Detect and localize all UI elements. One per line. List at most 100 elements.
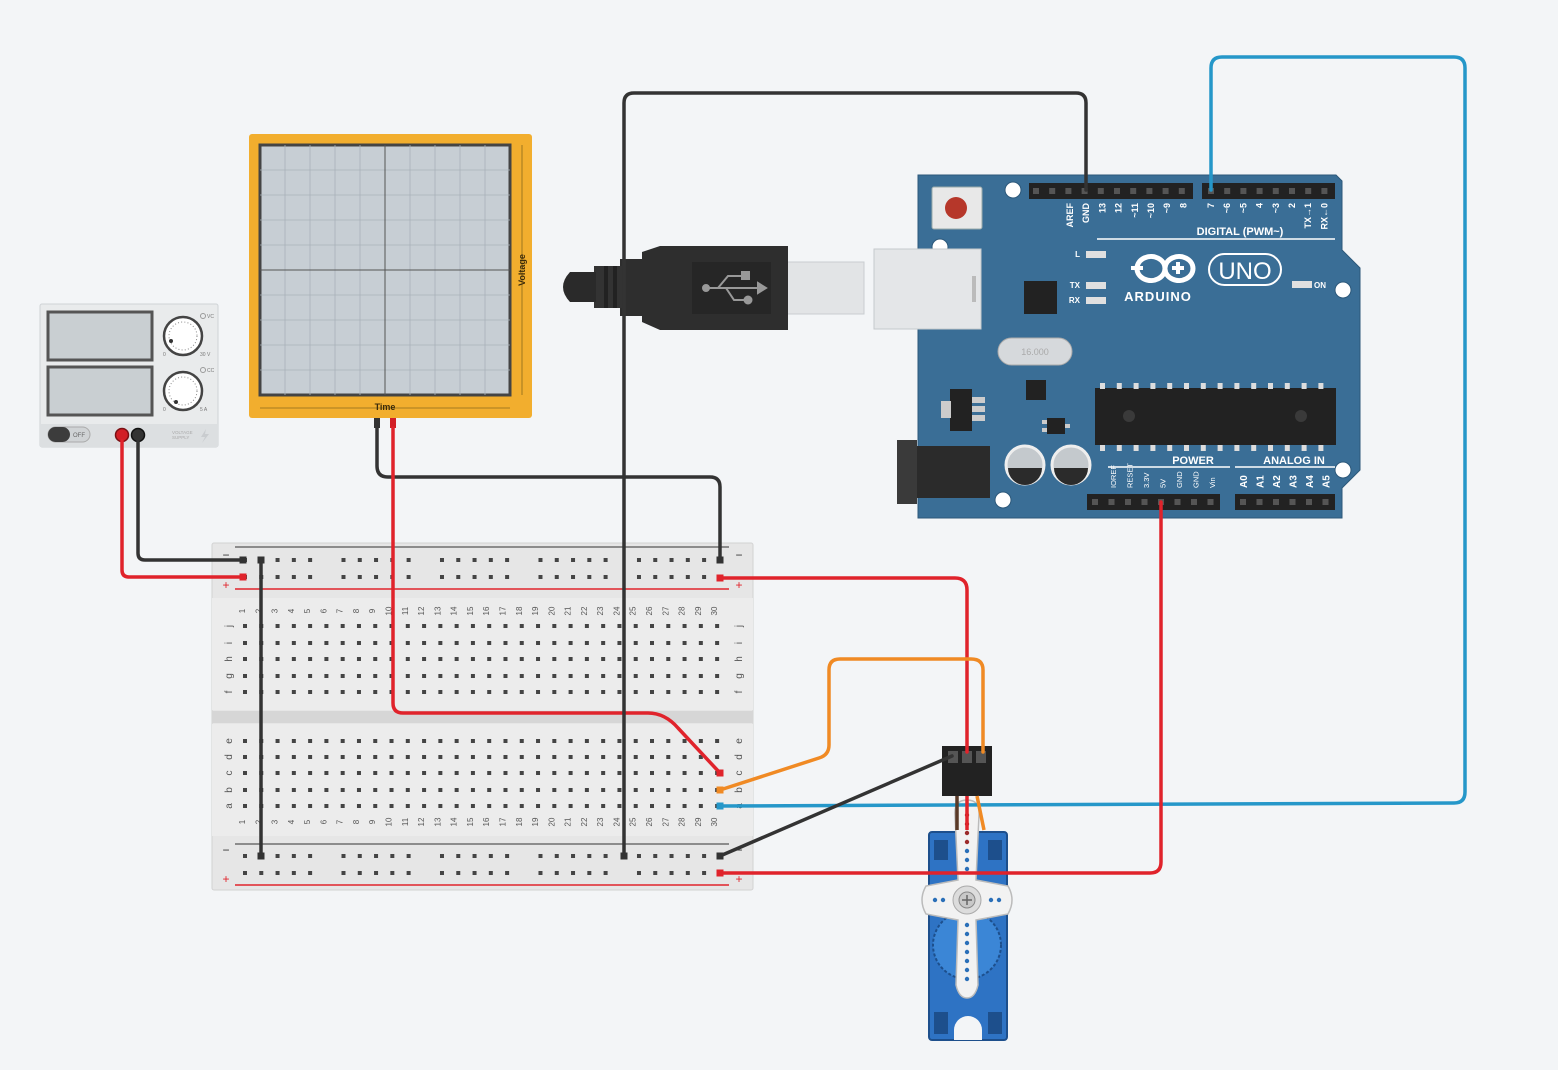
breadboard-hole[interactable] — [584, 641, 589, 645]
wire-servo-power[interactable] — [718, 576, 969, 754]
breadboard-hole[interactable] — [584, 674, 589, 678]
breadboard-hole[interactable] — [324, 674, 329, 678]
breadboard-hole[interactable] — [291, 871, 296, 875]
breadboard-hole[interactable] — [454, 804, 459, 808]
breadboard-hole[interactable] — [503, 771, 508, 775]
pin-socket[interactable] — [1097, 188, 1104, 194]
breadboard-hole[interactable] — [456, 558, 461, 562]
breadboard-hole[interactable] — [454, 755, 459, 759]
breadboard-hole[interactable] — [389, 771, 394, 775]
breadboard-hole[interactable] — [422, 657, 427, 661]
breadboard-hole[interactable] — [324, 771, 329, 775]
breadboard-hole[interactable] — [584, 739, 589, 743]
breadboard-hole[interactable] — [291, 804, 296, 808]
breadboard-hole[interactable] — [698, 624, 703, 628]
breadboard-hole[interactable] — [405, 690, 410, 694]
pin-socket[interactable] — [1114, 188, 1120, 194]
breadboard-hole[interactable] — [536, 804, 541, 808]
breadboard-hole[interactable] — [454, 690, 459, 694]
breadboard-hole[interactable] — [519, 739, 524, 743]
breadboard-hole[interactable] — [438, 690, 443, 694]
breadboard-hole[interactable] — [587, 854, 592, 858]
breadboard-hole[interactable] — [308, 871, 313, 875]
breadboard-hole[interactable] — [685, 558, 690, 562]
breadboard-hole[interactable] — [341, 558, 346, 562]
breadboard-hole[interactable] — [487, 657, 492, 661]
osc-probe-positive[interactable] — [390, 418, 396, 428]
breadboard-hole[interactable] — [601, 739, 606, 743]
breadboard-hole[interactable] — [243, 657, 247, 661]
breadboard-hole[interactable] — [505, 558, 510, 562]
breadboard-hole[interactable] — [405, 804, 410, 808]
breadboard-hole[interactable] — [340, 788, 345, 792]
breadboard-hole[interactable] — [405, 624, 410, 628]
breadboard-hole[interactable] — [291, 788, 296, 792]
breadboard-hole[interactable] — [291, 558, 296, 562]
pin-socket[interactable] — [1162, 188, 1169, 194]
pin-socket[interactable] — [1240, 499, 1246, 505]
breadboard-hole[interactable] — [571, 558, 576, 562]
breadboard-hole[interactable] — [584, 755, 589, 759]
breadboard-hole[interactable] — [715, 739, 720, 743]
breadboard-hole[interactable] — [601, 771, 606, 775]
breadboard-hole[interactable] — [356, 641, 361, 645]
breadboard-hole[interactable] — [650, 755, 654, 759]
breadboard-hole[interactable] — [519, 804, 524, 808]
breadboard-hole[interactable] — [487, 674, 492, 678]
breadboard-hole[interactable] — [454, 739, 459, 743]
breadboard-hole[interactable] — [406, 871, 411, 875]
breadboard-hole[interactable] — [308, 755, 313, 759]
pin-socket[interactable] — [1273, 499, 1279, 505]
breadboard-hole[interactable] — [422, 804, 427, 808]
power-supply[interactable]: VC CC 0 30 V 0 5 A OFF VOLTAGE SUPPLY — [39, 303, 219, 448]
breadboard-hole[interactable] — [571, 854, 576, 858]
breadboard-hole[interactable] — [470, 657, 475, 661]
breadboard-hole[interactable] — [503, 641, 508, 645]
breadboard-hole[interactable] — [666, 657, 671, 661]
breadboard-hole[interactable] — [243, 755, 247, 759]
breadboard[interactable]: − + − + − + − + 112233445566778899101011… — [211, 542, 754, 891]
breadboard-hole[interactable] — [636, 575, 641, 579]
breadboard-hole[interactable] — [698, 674, 703, 678]
breadboard-hole[interactable] — [438, 641, 443, 645]
breadboard-hole[interactable] — [702, 854, 707, 858]
breadboard-hole[interactable] — [698, 657, 703, 661]
breadboard-hole[interactable] — [633, 804, 638, 808]
breadboard-hole[interactable] — [682, 690, 687, 694]
pin-socket[interactable] — [1174, 499, 1181, 505]
breadboard-hole[interactable] — [456, 854, 461, 858]
breadboard-hole[interactable] — [633, 771, 638, 775]
pin-socket[interactable] — [1289, 188, 1295, 194]
breadboard-hole[interactable] — [666, 674, 671, 678]
breadboard-hole[interactable] — [340, 641, 345, 645]
breadboard-hole[interactable] — [519, 674, 524, 678]
breadboard-hole[interactable] — [275, 690, 280, 694]
breadboard-hole[interactable] — [291, 739, 296, 743]
breadboard-hole[interactable] — [503, 755, 508, 759]
breadboard-hole[interactable] — [438, 624, 443, 628]
pin-socket[interactable] — [1049, 188, 1056, 194]
breadboard-hole[interactable] — [356, 804, 361, 808]
breadboard-hole[interactable] — [340, 771, 345, 775]
breadboard-hole[interactable] — [488, 575, 493, 579]
breadboard-hole[interactable] — [324, 804, 329, 808]
pin-socket[interactable] — [1146, 188, 1153, 194]
breadboard-hole[interactable] — [685, 575, 690, 579]
breadboard-hole[interactable] — [682, 674, 687, 678]
breadboard-hole[interactable] — [373, 690, 378, 694]
pin-socket[interactable] — [1130, 188, 1137, 194]
breadboard-hole[interactable] — [682, 624, 687, 628]
wires[interactable] — [120, 55, 1467, 875]
breadboard-hole[interactable] — [374, 558, 379, 562]
breadboard-hole[interactable] — [275, 558, 280, 562]
breadboard-hole[interactable] — [470, 674, 475, 678]
breadboard-hole[interactable] — [488, 871, 493, 875]
breadboard-hole[interactable] — [650, 641, 654, 645]
breadboard-hole[interactable] — [487, 755, 492, 759]
breadboard-hole[interactable] — [552, 771, 557, 775]
breadboard-hole[interactable] — [275, 739, 280, 743]
breadboard-hole[interactable] — [653, 558, 658, 562]
breadboard-hole[interactable] — [373, 674, 378, 678]
breadboard-hole[interactable] — [357, 871, 362, 875]
digital-header-right[interactable] — [1202, 183, 1335, 199]
